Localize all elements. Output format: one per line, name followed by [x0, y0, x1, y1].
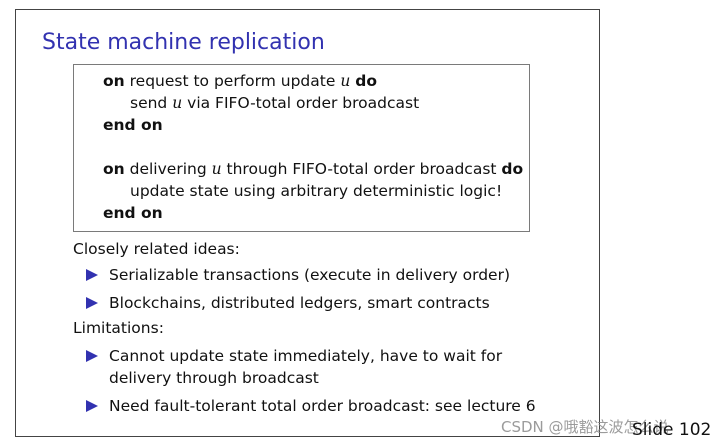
code-text: delivering [129, 160, 207, 178]
related-ideas-heading: Closely related ideas: [73, 240, 240, 258]
list-item-text: Cannot update state immediately, have to… [109, 347, 503, 365]
code-line-on-delivering: on delivering u through FIFO-total order… [103, 159, 523, 179]
bullet-triangle-icon [86, 350, 98, 362]
keyword-on: on [103, 160, 125, 178]
list-item-text: Serializable transactions (execute in de… [109, 266, 511, 284]
code-text: request to perform update [129, 72, 336, 90]
code-line-update: update state using arbitrary determinist… [130, 182, 503, 200]
bullet-triangle-icon [86, 297, 98, 309]
code-line-end-on: end on [103, 204, 163, 222]
code-variable: u [211, 160, 222, 178]
slide-number: Slide 102 [632, 420, 712, 440]
list-item-text: Need fault-tolerant total order broadcas… [109, 397, 536, 415]
list-item-text: delivery through broadcast [109, 369, 319, 387]
watermark: CSDN @哦豁这波怎么说 [501, 418, 669, 436]
slide-title: State machine replication [42, 30, 325, 55]
code-line-end-on: end on [103, 116, 163, 134]
keyword-do: do [501, 160, 524, 178]
code-text: through FIFO-total order broadcast [226, 160, 497, 178]
keyword-do: do [355, 72, 377, 90]
code-text: via FIFO-total order broadcast [187, 94, 420, 112]
code-line-send: send u via FIFO-total order broadcast [130, 93, 419, 113]
code-line-on-request: on request to perform update u do [103, 71, 377, 91]
code-variable: u [172, 94, 183, 112]
limitations-heading: Limitations: [73, 319, 164, 337]
code-text: send [130, 94, 168, 112]
bullet-triangle-icon [86, 400, 98, 412]
bullet-triangle-icon [86, 269, 98, 281]
code-variable: u [340, 72, 351, 90]
slide-frame: State machine replication on request to … [15, 9, 600, 437]
list-item-text: Blockchains, distributed ledgers, smart … [109, 294, 490, 312]
keyword-on: on [103, 72, 125, 90]
pseudocode-box: on request to perform update u do send u… [73, 64, 530, 232]
